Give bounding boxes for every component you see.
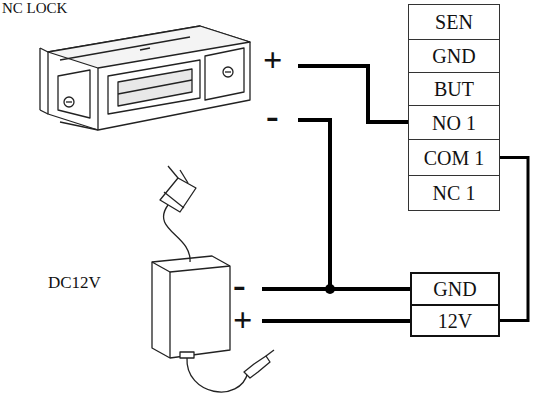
wires	[262, 66, 410, 321]
terminal-name: GND	[433, 279, 476, 299]
terminal-box: SEN	[408, 4, 500, 40]
terminal-box: NC 1	[408, 175, 500, 211]
caption-label: NC LOCK	[2, 1, 67, 16]
terminal-box: NO 1	[408, 105, 500, 140]
terminal-name: NC 1	[433, 183, 476, 203]
terminal-box: GND	[408, 39, 500, 73]
wire-connector	[500, 158, 528, 321]
voltage-label: DC12V	[48, 274, 101, 291]
terminal-name: 12V	[438, 311, 472, 331]
terminal-name: NO 1	[432, 113, 476, 133]
junction-dot	[325, 284, 335, 294]
terminal-name: GND	[432, 46, 475, 66]
polarity-sign: +	[263, 43, 282, 77]
terminal-name: SEN	[435, 12, 473, 32]
terminal-name: BUT	[434, 79, 474, 99]
terminal-box: COM 1	[408, 139, 500, 176]
lock-illustration	[40, 26, 250, 130]
terminal-box: GND	[410, 272, 500, 306]
terminal-name: COM 1	[424, 148, 485, 168]
polarity-sign: +	[233, 303, 252, 337]
terminal-box: BUT	[408, 72, 500, 106]
terminal-box: 12V	[410, 304, 500, 337]
polarity-sign: -	[266, 96, 279, 134]
polarity-sign: -	[233, 265, 246, 303]
power-adapter	[152, 166, 274, 392]
